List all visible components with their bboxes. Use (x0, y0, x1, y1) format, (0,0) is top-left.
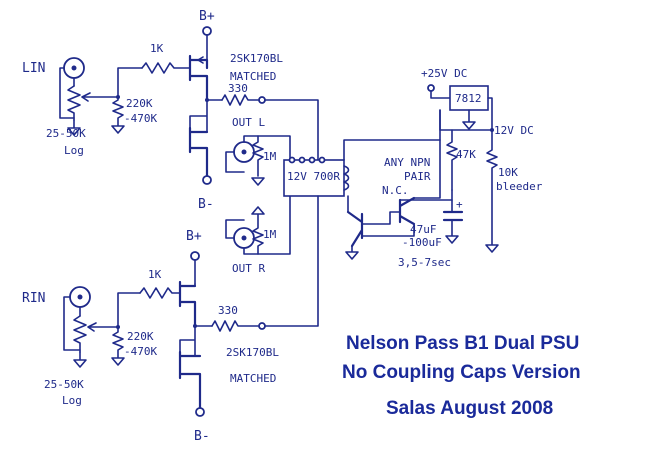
psu-timer: +25V DC 7812 12V DC 47K 10K bleeder ANY … (345, 67, 543, 269)
relay-label: 12V 700R (287, 170, 340, 183)
pot-bot (73, 315, 87, 353)
npn-label-c: N.C. (382, 184, 409, 197)
rail-12v-label: 12V DC (494, 124, 534, 137)
r1k-bot-label: 1K (148, 268, 162, 281)
pot-top (67, 85, 81, 121)
supply-label: +25V DC (421, 67, 467, 80)
cap-label-a: 47uF (410, 223, 437, 236)
r220k-bot-label-a: 220K (127, 330, 154, 343)
r10k-label-a: 10K (498, 166, 518, 179)
r220k-top-label-b: -470K (124, 112, 157, 125)
cap-label-b: -100uF (402, 236, 442, 249)
b-plus-label-bot: B+ (186, 229, 202, 244)
out-l-label: OUT L (232, 116, 265, 129)
b-minus-terminal-bot (195, 407, 205, 417)
r1m-r-label: 1M (263, 228, 277, 241)
resistor-220k-top (111, 96, 125, 134)
rin-label: RIN (22, 291, 45, 306)
resistor-220k-bot (111, 326, 125, 366)
resistor-1m-r (251, 206, 265, 255)
b-minus-label-bot: B- (194, 429, 210, 444)
npn-transistor-1 (398, 196, 416, 226)
resistor-1k-top (141, 62, 191, 74)
r10k-label-b: bleeder (496, 180, 543, 193)
capacitor-47uf (442, 210, 464, 222)
b-plus-terminal-bot (190, 251, 200, 261)
b-minus-terminal-mid (202, 175, 212, 185)
npn-label-a: ANY NPN (384, 156, 430, 169)
regulator-7812 (449, 85, 489, 111)
delay-label: 3,5-7sec (398, 256, 451, 269)
resistor-10k (485, 129, 499, 253)
resistor-47k (446, 129, 458, 191)
jfet-lower-bot (178, 350, 202, 410)
title-line-3: Salas August 2008 (386, 398, 553, 419)
r220k-bot-label-b: -470K (124, 345, 157, 358)
r330-bot-label: 330 (218, 304, 238, 317)
npn-label-b: PAIR (404, 170, 431, 183)
jfet-upper-bot (178, 280, 197, 328)
b-plus-label-top: B+ (199, 9, 215, 24)
lin-label: LIN (22, 61, 45, 76)
resistor-330-top (221, 94, 259, 106)
jfet-lower-top (188, 126, 209, 178)
npn-transistor-2 (346, 210, 364, 248)
jfet-top-label: 2SK170BL (230, 52, 283, 65)
title-line-1: Nelson Pass B1 Dual PSU (346, 333, 579, 354)
regulator-label: 7812 (455, 92, 482, 105)
out-r-label: OUT R (232, 262, 265, 275)
resistor-1k-bot (139, 287, 181, 299)
b-plus-terminal-top (202, 26, 212, 36)
matched-top-label: MATCHED (230, 70, 276, 83)
r330-top-label: 330 (228, 82, 248, 95)
matched-bot-label: MATCHED (230, 372, 276, 385)
pot-top-taper: Log (64, 144, 84, 157)
left-channel-buffer: B+ LIN 25-50K Log 1K 220K -470K 2SK170BL… (22, 9, 319, 212)
resistor-330-bot (211, 320, 259, 332)
jfet-upper-top (188, 54, 209, 102)
title-block: Nelson Pass B1 Dual PSU No Coupling Caps… (342, 333, 581, 419)
output-section: OUT L 1M 1M OUT R (225, 116, 291, 275)
right-channel-buffer: B+ RIN 25-50K Log 1K 220K -470K 2SK170BL… (22, 229, 279, 444)
jfet-bot-label: 2SK170BL (226, 346, 279, 359)
r220k-top-label-a: 220K (126, 97, 153, 110)
relay-coil (343, 165, 350, 191)
pot-bot-taper: Log (62, 394, 82, 407)
title-line-2: No Coupling Caps Version (342, 362, 581, 383)
r1k-top-label: 1K (150, 42, 164, 55)
b-minus-label-mid: B- (198, 197, 214, 212)
resistor-1m-l (251, 135, 265, 186)
cap-plus: + (456, 198, 463, 211)
pot-bot-value: 25-50K (44, 378, 84, 391)
pot-top-value: 25-50K (46, 127, 86, 140)
relay-block: 12V 700R (261, 109, 441, 327)
r1m-l-label: 1M (263, 150, 277, 163)
r47k-label: 47K (456, 148, 476, 161)
